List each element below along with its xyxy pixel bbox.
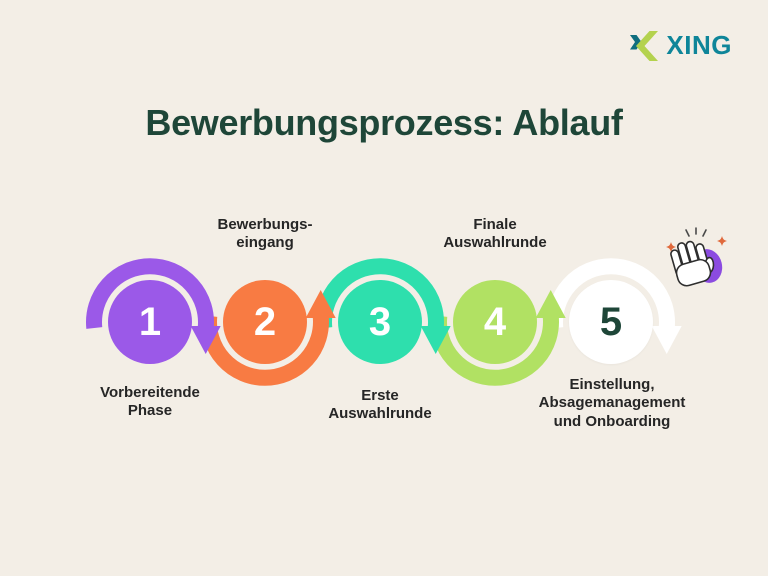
step-4-label: Finale Auswahlrunde [395,216,595,253]
label-line: Vorbereitende [100,384,200,401]
label-line: Phase [127,402,173,420]
arrowhead-step-2 [305,290,336,318]
step-5-number: 5 [599,299,623,344]
xing-logo-mark-icon [630,30,659,61]
label-line: und Onboarding [553,412,671,430]
hand-shape [670,240,715,287]
arrow-arc-step-2 [201,315,329,386]
page-title: Bewerbungsprozess: Ablauf [145,102,623,143]
label-line: Einstellung, [569,376,655,393]
step-2-number: 2 [253,299,277,344]
step-3-label: Erste Auswahlrunde [280,387,480,424]
step-3-number: 3 [368,299,392,344]
label-line: Erste [361,387,399,404]
step-2-circle: 2 [223,280,307,364]
arrow-arc-step-1 [86,258,214,329]
arrowhead-step-3 [420,326,451,354]
label-line: Absagemanagement [538,394,686,412]
motion-lines [685,227,707,237]
label-line: Bewerbungs- [217,216,313,233]
arrow-arc-step-4 [431,315,559,386]
arrow-arc-step-3 [316,258,444,329]
step-5-circle: 5 [569,280,653,364]
step-1-label: Vorbereitende Phase [50,384,250,421]
sparkle-icon [666,242,676,252]
arrowhead-step-5 [651,326,682,354]
high-five-hand-icon [666,227,727,287]
step-2-label: Bewerbungs- eingang [165,216,365,253]
arrowhead-step-4 [535,290,566,318]
step-3-circle: 3 [338,280,422,364]
step-5-label: Einstellung, Absagemanagement und Onboar… [512,376,712,431]
xing-mark-lime-shape [636,30,659,61]
label-line: Auswahlrunde [328,405,432,423]
step-1-circle: 1 [108,280,192,364]
sparkle-icon [717,236,727,246]
xing-logo: XING [629,30,732,61]
arrow-arc-step-5 [547,258,675,329]
xing-logo-text: XING [666,30,732,60]
step-1-number: 1 [138,299,162,344]
label-line: eingang [236,234,294,252]
label-line: Finale [473,216,517,233]
label-line: Auswahlrunde [443,234,547,252]
step-4-circle: 4 [453,280,537,364]
step-4-number: 4 [483,299,507,344]
arrowhead-step-1 [190,326,221,354]
